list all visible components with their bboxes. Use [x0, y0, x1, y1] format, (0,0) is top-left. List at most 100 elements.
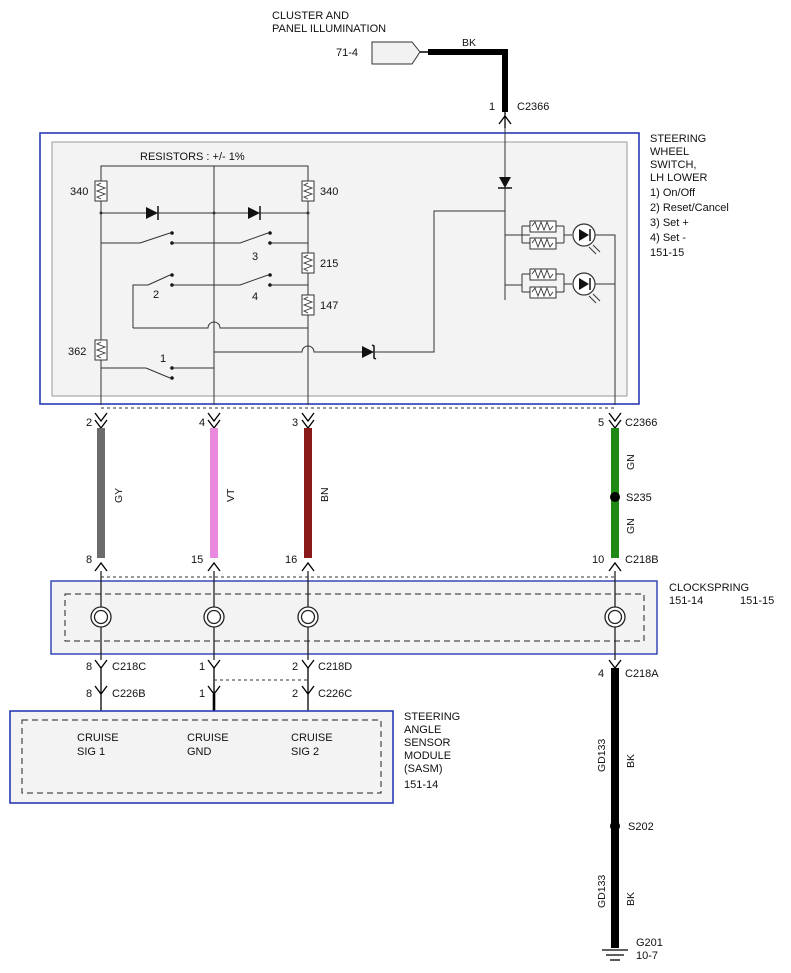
resistor-147-value: 147 — [320, 300, 338, 312]
c218b-pin-bn: 16 — [285, 554, 297, 566]
c2366-pin-gn: 5 — [598, 417, 604, 429]
switch-function-2: 2) Reset/Cancel — [650, 202, 729, 214]
c218d-pin: 2 — [292, 661, 298, 673]
resistor-zigzag — [95, 182, 107, 200]
resistor-340-right — [301, 180, 315, 202]
c226b-name: C226B — [112, 688, 146, 700]
zener-to-led-wire — [374, 210, 505, 353]
switch-module-border — [39, 132, 640, 405]
wire-bn[interactable] — [304, 428, 312, 558]
source-connector-arrow[interactable] — [371, 41, 421, 65]
splice-s235-label: S235 — [626, 492, 652, 504]
switch-title-line2: WHEEL — [650, 146, 689, 158]
resistor-362 — [94, 339, 108, 361]
sasm-page-ref: 151-14 — [404, 779, 438, 791]
wire-gn-upper-label: GN — [625, 454, 637, 470]
splice-s202-label: S202 — [628, 821, 654, 833]
clockspring-ref2: 151-15 — [740, 595, 774, 607]
clockspring-inner — [64, 593, 645, 642]
sasm-sig2-line1: CRUISE — [291, 732, 333, 744]
junction-dot — [99, 211, 103, 215]
resistor-zigzag — [302, 254, 314, 272]
switch-number-4: 4 — [252, 291, 258, 303]
junction-dot — [306, 211, 310, 215]
sasm-title-line2: ANGLE — [404, 724, 441, 736]
c218a-name: C218A — [625, 668, 659, 680]
switch-2-wire — [132, 284, 148, 328]
ground-circuit-lower: GD133 — [596, 875, 608, 908]
resistor-215 — [301, 252, 315, 274]
wire-vt[interactable] — [210, 428, 218, 558]
wire-vt-label: VT — [225, 488, 237, 502]
switch-number-3: 3 — [252, 251, 258, 263]
sasm-sig1-line2: SIG 1 — [77, 746, 105, 758]
feed-diode — [499, 177, 511, 188]
wire-gy[interactable] — [97, 428, 105, 558]
lower-pin-symbols — [94, 659, 622, 696]
wire-gy-label: GY — [113, 488, 125, 503]
resistor-215-value: 215 — [320, 258, 338, 270]
resistor-147 — [301, 294, 315, 316]
clockspring-title: CLOCKSPRING — [669, 582, 749, 594]
led-resistor-zigzag — [531, 237, 554, 249]
c218b-name: C218B — [625, 554, 659, 566]
crossover-wire — [133, 321, 308, 329]
c226c-name: C226C — [318, 688, 352, 700]
ground-color-upper: BK — [625, 754, 637, 768]
switch-blade — [239, 274, 269, 286]
c226b-pin: 8 — [86, 688, 92, 700]
c218b-pin-gn: 10 — [592, 554, 604, 566]
top-wire-bk[interactable] — [428, 49, 508, 112]
sasm-sig1-line1: CRUISE — [77, 732, 119, 744]
ground-symbol-icon — [602, 949, 628, 961]
junction-dot — [212, 211, 216, 215]
splice-s235-dot[interactable] — [610, 492, 620, 502]
sasm-sig2-line2: SIG 2 — [291, 746, 319, 758]
clockspring-coils — [90, 571, 626, 660]
resistors-label: RESISTORS : +/- 1% — [140, 151, 245, 163]
led-resistor-zigzag — [531, 220, 554, 232]
ground-wire-bk[interactable] — [611, 668, 619, 948]
c226c-pin: 2 — [292, 688, 298, 700]
wire-bn-label: BN — [319, 487, 331, 502]
c218a-pin: 4 — [598, 668, 604, 680]
led-resistor-zigzag — [531, 268, 554, 280]
led-resistor-zigzag — [531, 286, 554, 298]
ground-name: G201 — [636, 937, 663, 949]
resistor-zigzag — [95, 341, 107, 359]
resistor-362-value: 362 — [68, 346, 86, 358]
switch-blade — [239, 232, 269, 244]
ground-ref: 10-7 — [636, 950, 658, 962]
top-connector-name: C2366 — [517, 101, 549, 113]
ground-color-lower: BK — [625, 892, 637, 906]
led-branch-out — [595, 234, 616, 405]
switch-blade — [139, 232, 171, 244]
splice-s202-dot[interactable] — [610, 821, 620, 831]
top-connector-pin: 1 — [489, 101, 495, 113]
source-ref: 71-4 — [336, 47, 358, 59]
c2366-name: C2366 — [625, 417, 657, 429]
diode-right — [248, 207, 260, 219]
c218d-pin-gnd: 1 — [199, 661, 205, 673]
switch-function-3: 3) Set + — [650, 217, 689, 229]
switch-title-line3: SWITCH, — [650, 159, 696, 171]
sasm-title-line5: (SASM) — [404, 763, 443, 775]
switch-blade — [145, 367, 171, 379]
sasm-gnd-line2: GND — [187, 746, 212, 758]
sasm-title-line3: SENSOR — [404, 737, 451, 749]
source-title-line1: CLUSTER AND — [272, 10, 349, 22]
led-ray — [592, 244, 601, 253]
c218b-pin-gy: 8 — [86, 554, 92, 566]
led-triangle — [579, 278, 589, 290]
resistor-zigzag — [302, 182, 314, 200]
wire-gn-lower-label: GN — [625, 518, 637, 534]
c2366-pin-gy: 2 — [86, 417, 92, 429]
switch-title-line1: STEERING — [650, 133, 706, 145]
c218b-pin-symbols — [94, 561, 622, 572]
c218c-name: C218C — [112, 661, 146, 673]
switch-contact — [170, 376, 174, 380]
led-ray — [592, 293, 601, 302]
c226c-pin-gnd: 1 — [199, 688, 205, 700]
clockspring-ref1: 151-14 — [669, 595, 703, 607]
sasm-inner — [21, 719, 382, 794]
